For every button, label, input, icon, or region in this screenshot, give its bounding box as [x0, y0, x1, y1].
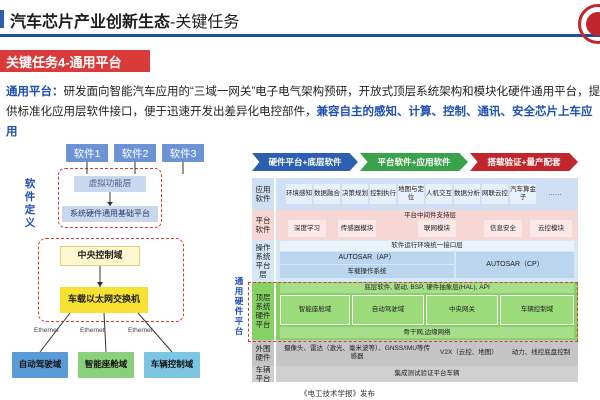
row-label-os: 操作系统平台层	[252, 240, 274, 282]
intro-paragraph: 通用平台：研发面向智能汽车应用的“三域一网关”电子电气架构预研，开放式顶层系统架…	[6, 82, 600, 142]
vehicle-test-platform: 集成测试验证平台车辆	[394, 370, 460, 377]
platform-module: 信息安全	[484, 220, 522, 237]
software-box-3: 软件3	[162, 144, 204, 162]
app-module: 环境感知	[286, 184, 312, 204]
low-module: 车辆控制域	[500, 295, 574, 325]
phase-1-arrow: 硬件平台+底层软件	[252, 153, 358, 171]
app-module-more: ……	[548, 190, 562, 197]
source-caption: 《电工技术学报》发布	[300, 389, 375, 398]
peripheral-power: 动力、线控底盘控制	[511, 349, 571, 356]
software-defined-boundary	[58, 168, 162, 228]
platform-module: 传感器模块	[338, 220, 376, 237]
software-definition-label: 软件定义	[24, 178, 36, 229]
phase-3-arrow: 搭载验证+量产配套	[470, 153, 578, 171]
platform-middleware-header: 平台中间件支持层	[404, 211, 456, 219]
intro-highlight: 兼容自主的感知、计算、控制、通讯、安全芯片上车应用	[6, 106, 593, 138]
app-module: 汽车算金子	[510, 184, 536, 204]
header-divider	[0, 34, 600, 37]
software-box-2: 软件2	[114, 144, 156, 162]
app-module: 地图与定位	[398, 184, 424, 204]
row-label-ext: 外围硬件	[252, 340, 274, 366]
ext-row-bg	[276, 340, 578, 366]
domain-autonomous-driving: 自动驾驶域	[12, 352, 68, 378]
platform-module: 联网模块	[418, 220, 456, 237]
ethernet-gateway: 车载以太网交换机	[60, 287, 148, 313]
app-module: 数据融合	[314, 184, 340, 204]
universal-platform-label: 通用硬件平台	[234, 276, 244, 336]
virtualization-layer: 虚拟功能层	[74, 176, 146, 192]
ethernet-label-3: Ethernet	[128, 327, 153, 334]
app-module: 网联云控	[482, 184, 508, 204]
backbone-network: 骨干网,边缘网络	[280, 327, 574, 338]
peripheral-sensors: 摄像头、雷达（激光、毫米波等）、GNSS/IMU等传感器	[284, 345, 430, 360]
page-title-sub: -关键任务	[170, 14, 240, 31]
low-module: 智能座舱域	[280, 295, 350, 325]
peripheral-v2x: V2X（云控、地图）	[440, 349, 498, 356]
intro-lead: 通用平台：	[6, 86, 64, 98]
app-module: 数据分析	[454, 184, 480, 204]
software-box-1: 软件1	[66, 144, 108, 162]
row-label-platform: 平台软件	[252, 210, 274, 240]
autosar-ap: AUTOSAR（AP）	[280, 252, 454, 264]
os-unified-interface: 软件运行环境统一接口层	[280, 241, 574, 251]
intro-text: 研发面向智能汽车应用的“三域一网关”电子电气架构预研，开放式顶层系统架构和模块化…	[6, 86, 600, 118]
row-label-app: 应用软件	[252, 178, 274, 210]
hardware-boundary	[38, 238, 184, 322]
ethernet-label-1: Ethernet	[34, 327, 59, 334]
header-accent-bar	[0, 10, 4, 28]
hardware-base-platform: 系统硬件通用基础平台	[62, 206, 158, 222]
phase-2-arrow: 平台软件+应用软件	[360, 153, 468, 171]
domain-smart-cockpit: 智能座舱域	[78, 352, 134, 378]
section-tag: 关键任务4-通用平台	[0, 50, 150, 72]
low-module: 自动驾驶域	[352, 295, 424, 325]
platform-module: 云控模块	[530, 220, 572, 237]
app-module: 人机交互	[426, 184, 452, 204]
vehicle-os: 车载操作系统	[280, 265, 454, 278]
logo-emblem-icon	[586, 12, 600, 36]
bsp-hal-layer: 底层软件, 驱动, BSP, 硬件抽象层(HAL), API	[280, 283, 574, 293]
app-module: 决策规划	[342, 184, 368, 204]
universal-platform-boundary	[248, 282, 578, 342]
app-module: 控制执行	[370, 184, 396, 204]
page-title: 汽车芯片产业创新生态-关键任务	[10, 8, 239, 32]
central-control-domain: 中央控制域	[60, 246, 140, 266]
page-title-main: 汽车芯片产业创新生态	[10, 14, 171, 31]
row-label-low: 顶层系统硬件平台	[252, 282, 274, 340]
autosar-cp: AUTOSAR（CP）	[456, 252, 574, 278]
domain-vehicle-control: 车辆控制域	[144, 352, 200, 378]
low-module: 中央网关	[426, 295, 498, 325]
vehicle-row-bg	[276, 366, 578, 382]
row-label-vehicle: 车辆平台	[252, 365, 274, 383]
ethernet-label-2: Ethernet	[80, 327, 105, 334]
platform-module: 深度学习	[288, 220, 326, 237]
